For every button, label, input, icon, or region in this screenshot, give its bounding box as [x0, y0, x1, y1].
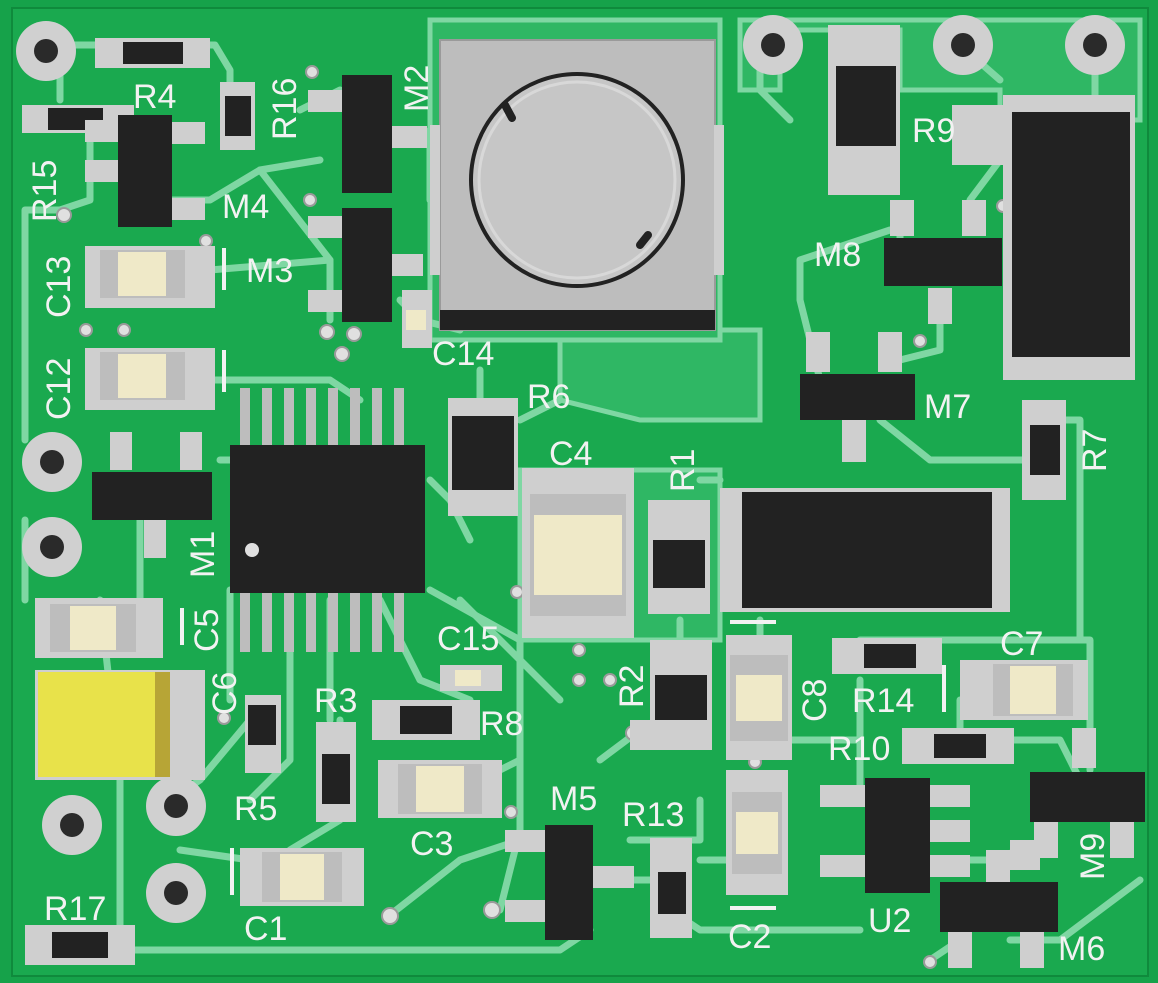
transistor-M4: [85, 115, 205, 227]
label-R5: R5: [234, 790, 277, 828]
label-C15: C15: [437, 620, 499, 658]
resistor-R3: [316, 722, 356, 822]
label-M4: M4: [222, 188, 269, 226]
resistor-R16: [220, 82, 255, 150]
capacitor-C1: [240, 848, 364, 906]
label-R3: R3: [314, 682, 357, 720]
through-hole-pad: [146, 776, 206, 836]
label-R16: R16: [266, 78, 304, 140]
resistor-R10: [902, 728, 1014, 764]
label-C8: C8: [796, 679, 834, 722]
ic-U2: [820, 778, 970, 893]
resistor-R1: [648, 500, 710, 614]
tantalum-cap: [35, 670, 205, 780]
label-R15: R15: [26, 160, 64, 222]
label-R17: R17: [44, 890, 106, 928]
label-R9: R9: [912, 112, 955, 150]
capacitor-C7: [960, 660, 1088, 720]
label-C3: C3: [410, 825, 453, 863]
resistor-R17: [25, 925, 135, 965]
capacitor-C13: [85, 246, 215, 308]
large-resistor-center: [720, 488, 1010, 612]
resistor-R9: [828, 25, 900, 195]
transistor-M3: [308, 208, 423, 322]
label-R1: R1: [664, 449, 702, 492]
label-C4: C4: [549, 435, 592, 473]
capacitor-C4: [522, 468, 634, 638]
through-hole-pad: [743, 15, 803, 75]
label-R7: R7: [1076, 429, 1114, 472]
capacitor-C15: [440, 665, 502, 691]
transistor-M2: [308, 75, 427, 193]
resistor-R6: [448, 398, 518, 516]
label-M6: M6: [1058, 930, 1105, 968]
through-hole-pad: [22, 517, 82, 577]
large-resistor-right: [1003, 95, 1135, 380]
label-R13: R13: [622, 796, 684, 834]
transistor-M8: [884, 200, 1002, 324]
transistor-M6: [940, 850, 1058, 968]
resistor-R14: [832, 638, 942, 674]
label-M1: M1: [184, 531, 222, 578]
label-C12: C12: [40, 358, 78, 420]
power-inductor: [430, 39, 724, 331]
label-R14: R14: [852, 682, 914, 720]
capacitor-C8: [726, 635, 792, 760]
label-R4: R4: [133, 78, 176, 116]
label-M9: M9: [1074, 833, 1112, 880]
resistor-R13: [650, 838, 692, 938]
label-M7: M7: [924, 388, 971, 426]
main-ic: [230, 388, 425, 652]
transistor-M7: [800, 332, 915, 462]
label-M8: M8: [814, 236, 861, 274]
resistor-R4: [95, 38, 210, 68]
resistor-R7: [1022, 400, 1066, 500]
label-C2: C2: [728, 918, 771, 956]
capacitor-C14: [402, 290, 432, 348]
label-C1: C1: [244, 910, 287, 948]
smd-resistors: [22, 25, 1066, 965]
through-hole-pad: [42, 795, 102, 855]
through-hole-pad: [1065, 15, 1125, 75]
label-C13: C13: [40, 256, 78, 318]
label-C7: C7: [1000, 625, 1043, 663]
through-hole-pad: [16, 21, 76, 81]
through-hole-pad: [22, 432, 82, 492]
through-hole-pad: [933, 15, 993, 75]
label-U2: U2: [868, 902, 911, 940]
silk-marks: [180, 248, 946, 910]
transistor-M5: [505, 825, 634, 940]
designators: R4 R16 M2 R15 M4 M3 C13 C14 C12 R6 C4 R1…: [26, 65, 1114, 968]
transistor-M1: [92, 432, 212, 558]
sot23-transistors: [85, 75, 1145, 968]
transistor-M9: [1030, 728, 1145, 858]
small-pads: [630, 105, 1040, 870]
resistor-R8: [372, 700, 480, 740]
capacitor-C3: [378, 760, 502, 818]
label-R10: R10: [828, 730, 890, 768]
capacitor-C5: [35, 598, 163, 658]
label-M2: M2: [398, 65, 436, 112]
label-C14: C14: [432, 335, 494, 373]
label-M3: M3: [246, 252, 293, 290]
label-M5: M5: [550, 780, 597, 818]
capacitor-C12: [85, 348, 215, 410]
resistor-R2: [650, 640, 712, 750]
label-R2: R2: [613, 665, 651, 708]
smd-capacitors: [35, 246, 1088, 906]
label-R6: R6: [527, 378, 570, 416]
label-C6: C6: [206, 672, 244, 715]
through-hole-pads: [16, 15, 1125, 923]
capacitor-C2: [726, 770, 788, 895]
resistor-R5: [245, 695, 281, 773]
label-R8: R8: [480, 705, 523, 743]
through-hole-pad: [146, 863, 206, 923]
label-C5: C5: [188, 609, 226, 652]
